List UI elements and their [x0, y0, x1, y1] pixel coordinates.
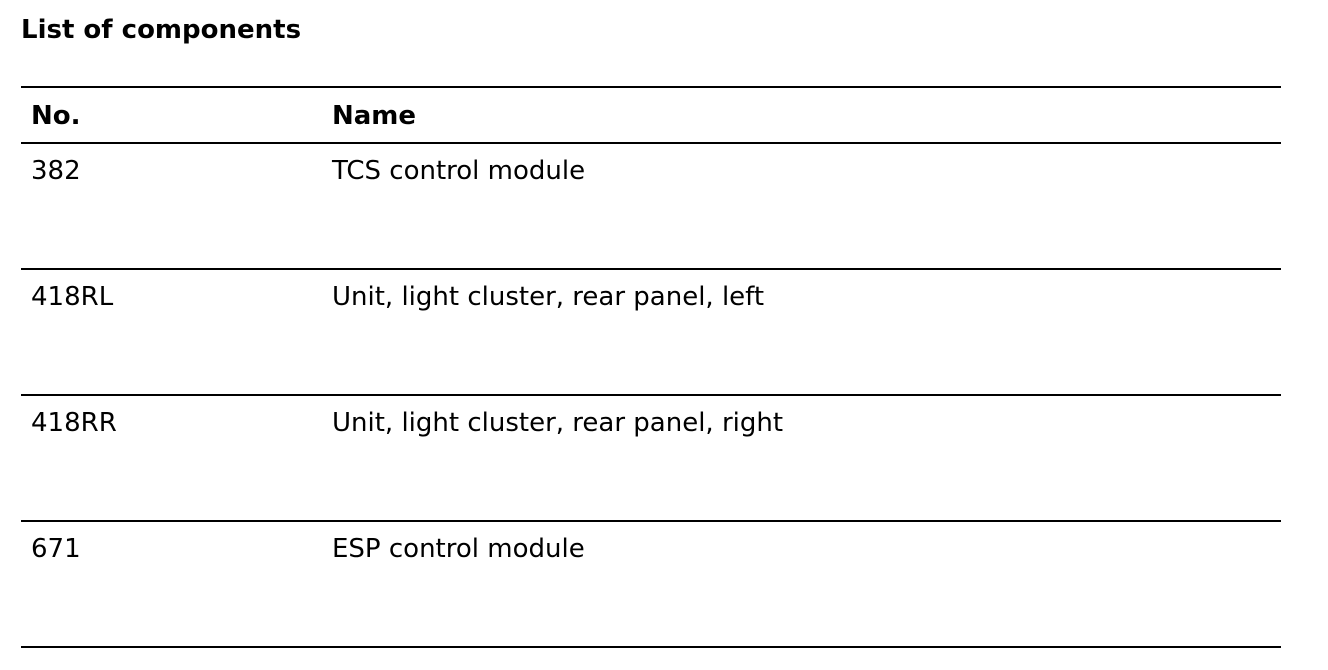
table-row: 418RR Unit, light cluster, rear panel, r…: [21, 395, 1281, 522]
component-number: 418RR: [21, 395, 322, 522]
component-name: TCS control module: [322, 143, 1281, 270]
page-title: List of components: [21, 15, 302, 45]
component-number: 382: [21, 143, 322, 270]
component-name: ESP control module: [322, 521, 1281, 648]
component-number: 418RL: [21, 269, 322, 396]
table-header-row: No. Name: [21, 86, 1281, 144]
table-row: 418RL Unit, light cluster, rear panel, l…: [21, 269, 1281, 396]
table-row: 382 TCS control module: [21, 143, 1281, 270]
column-header-no: No.: [21, 86, 322, 144]
table-body: 382 TCS control module 418RL Unit, light…: [21, 143, 1281, 648]
table-header: No. Name: [21, 86, 1281, 144]
table-row: 671 ESP control module: [21, 521, 1281, 648]
components-table: No. Name 382 TCS control module 418RL Un…: [21, 86, 1281, 648]
column-header-name: Name: [322, 86, 1281, 144]
component-name: Unit, light cluster, rear panel, left: [322, 269, 1281, 396]
component-name: Unit, light cluster, rear panel, right: [322, 395, 1281, 522]
component-number: 671: [21, 521, 322, 648]
